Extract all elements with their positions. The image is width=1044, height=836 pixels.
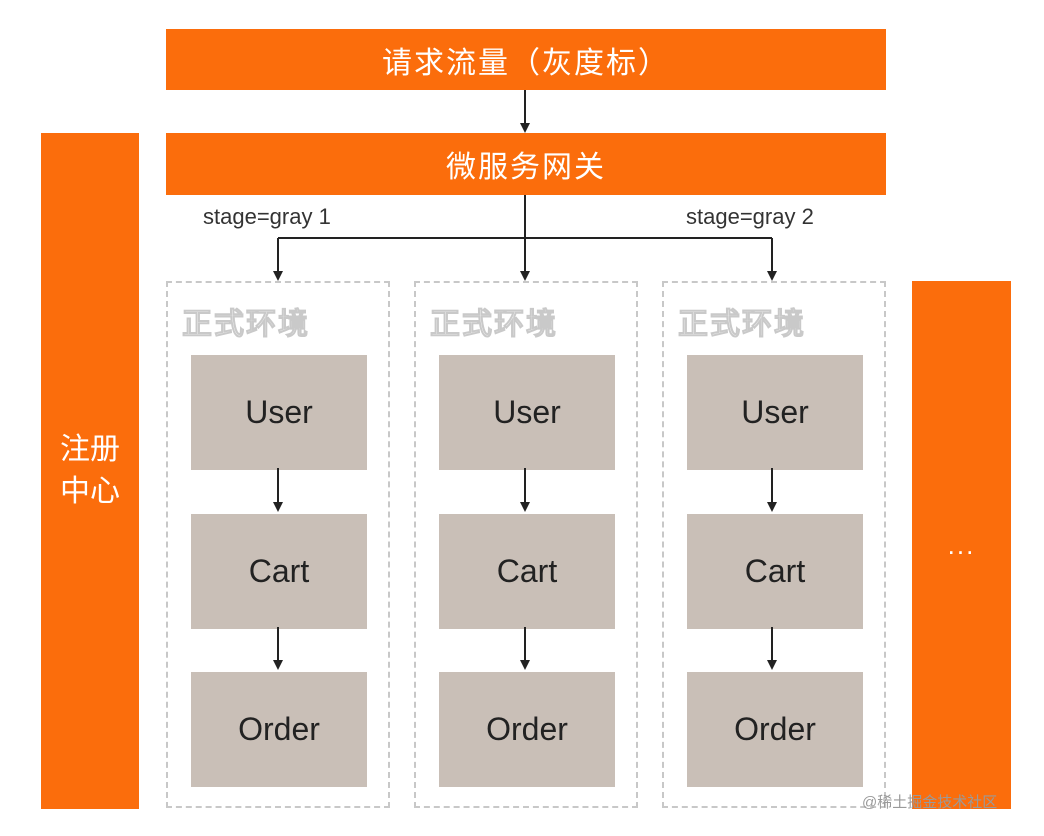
request-traffic-label: 请求流量（灰度标） <box>382 46 670 80</box>
environment-box-1: 正式环境 User Cart Order <box>166 281 390 808</box>
route-label-gray-2: stage=gray 2 <box>686 204 814 229</box>
environment-title: 正式环境 <box>678 308 806 342</box>
service-user: User <box>191 355 367 470</box>
gateway-label: 微服务网关 <box>446 151 606 184</box>
watermark: @稀土掘金技术社区 <box>862 794 998 811</box>
service-order: Order <box>191 672 367 787</box>
route-label-gray-1: stage=gray 1 <box>203 204 331 229</box>
service-user: User <box>687 355 863 470</box>
request-traffic-bar: 请求流量（灰度标） <box>166 29 886 90</box>
service-cart: Cart <box>687 514 863 629</box>
environment-title: 正式环境 <box>182 308 310 342</box>
service-order: Order <box>439 672 615 787</box>
environment-box-3: 正式环境 User Cart Order <box>662 281 886 808</box>
microservice-gateway-bar: 微服务网关 <box>166 133 886 195</box>
more-label: ... <box>947 529 976 560</box>
more-environments-column: ... <box>912 281 1011 809</box>
service-cart: Cart <box>191 514 367 629</box>
registry-center-column: 注册中心 <box>41 133 139 809</box>
service-order: Order <box>687 672 863 787</box>
environment-box-2: 正式环境 User Cart Order <box>414 281 638 808</box>
registry-label: 注册中心 <box>60 433 120 508</box>
service-user: User <box>439 355 615 470</box>
service-cart: Cart <box>439 514 615 629</box>
environment-title: 正式环境 <box>430 308 558 342</box>
